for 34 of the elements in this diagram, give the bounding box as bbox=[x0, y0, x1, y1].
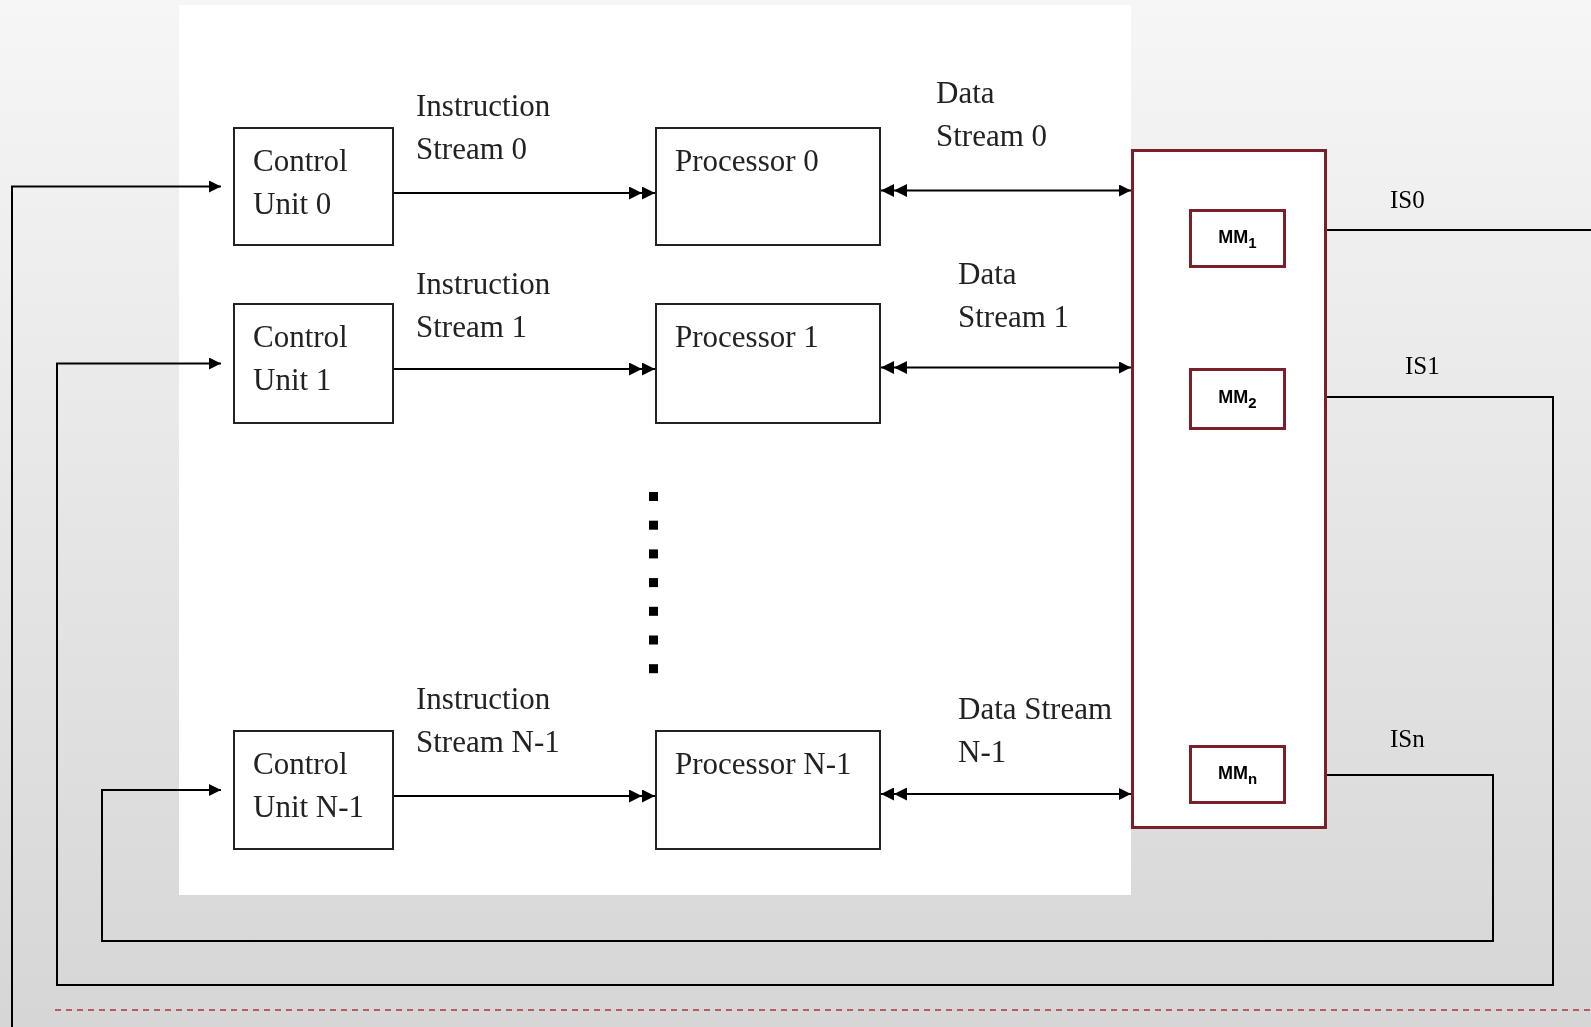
node-label: MM$_{n}$ bbox=[1217, 762, 1258, 787]
memory-module-box bbox=[1189, 209, 1286, 268]
edge-label: Data Stream 1 bbox=[958, 255, 1071, 337]
process-box bbox=[233, 303, 394, 424]
memory-module-box bbox=[1189, 368, 1286, 430]
node-label: Processor 0 bbox=[675, 142, 820, 180]
edge-label: Instruction Stream 0 bbox=[416, 87, 552, 169]
memory-module-box bbox=[1189, 745, 1286, 804]
arrow bbox=[880, 361, 1132, 374]
node-label: MM$_{2}$ bbox=[1218, 387, 1257, 411]
edge-label: Instruction Stream 1 bbox=[416, 265, 552, 347]
edge-label: ISn bbox=[1390, 725, 1425, 753]
edge-label: IS1 bbox=[1405, 352, 1440, 380]
process-box bbox=[233, 127, 394, 246]
process-box bbox=[655, 730, 881, 850]
process-box bbox=[655, 303, 881, 424]
node-label: Processor 1 bbox=[675, 318, 820, 356]
memory-panel bbox=[1131, 149, 1327, 829]
process-box bbox=[655, 127, 881, 246]
edge-label: Instruction Stream N-1 bbox=[416, 680, 561, 762]
arrow bbox=[880, 184, 1132, 197]
node-label: Control Unit N-1 bbox=[253, 745, 366, 827]
node-label: Control Unit 1 bbox=[253, 318, 349, 400]
edge-label: Data Stream 0 bbox=[936, 74, 1049, 156]
arrow bbox=[101, 774, 1494, 942]
edge-label: IS0 bbox=[1390, 186, 1425, 214]
edge-label: Data Stream N-1 bbox=[958, 690, 1114, 772]
arrow bbox=[880, 787, 1132, 801]
process-box bbox=[233, 730, 394, 850]
node-label: Control Unit 0 bbox=[253, 142, 349, 224]
node-label: MM$_{1}$ bbox=[1218, 226, 1257, 251]
node-label: Processor N-1 bbox=[675, 745, 853, 783]
arrow bbox=[11, 180, 222, 1027]
arrow bbox=[56, 357, 1554, 986]
